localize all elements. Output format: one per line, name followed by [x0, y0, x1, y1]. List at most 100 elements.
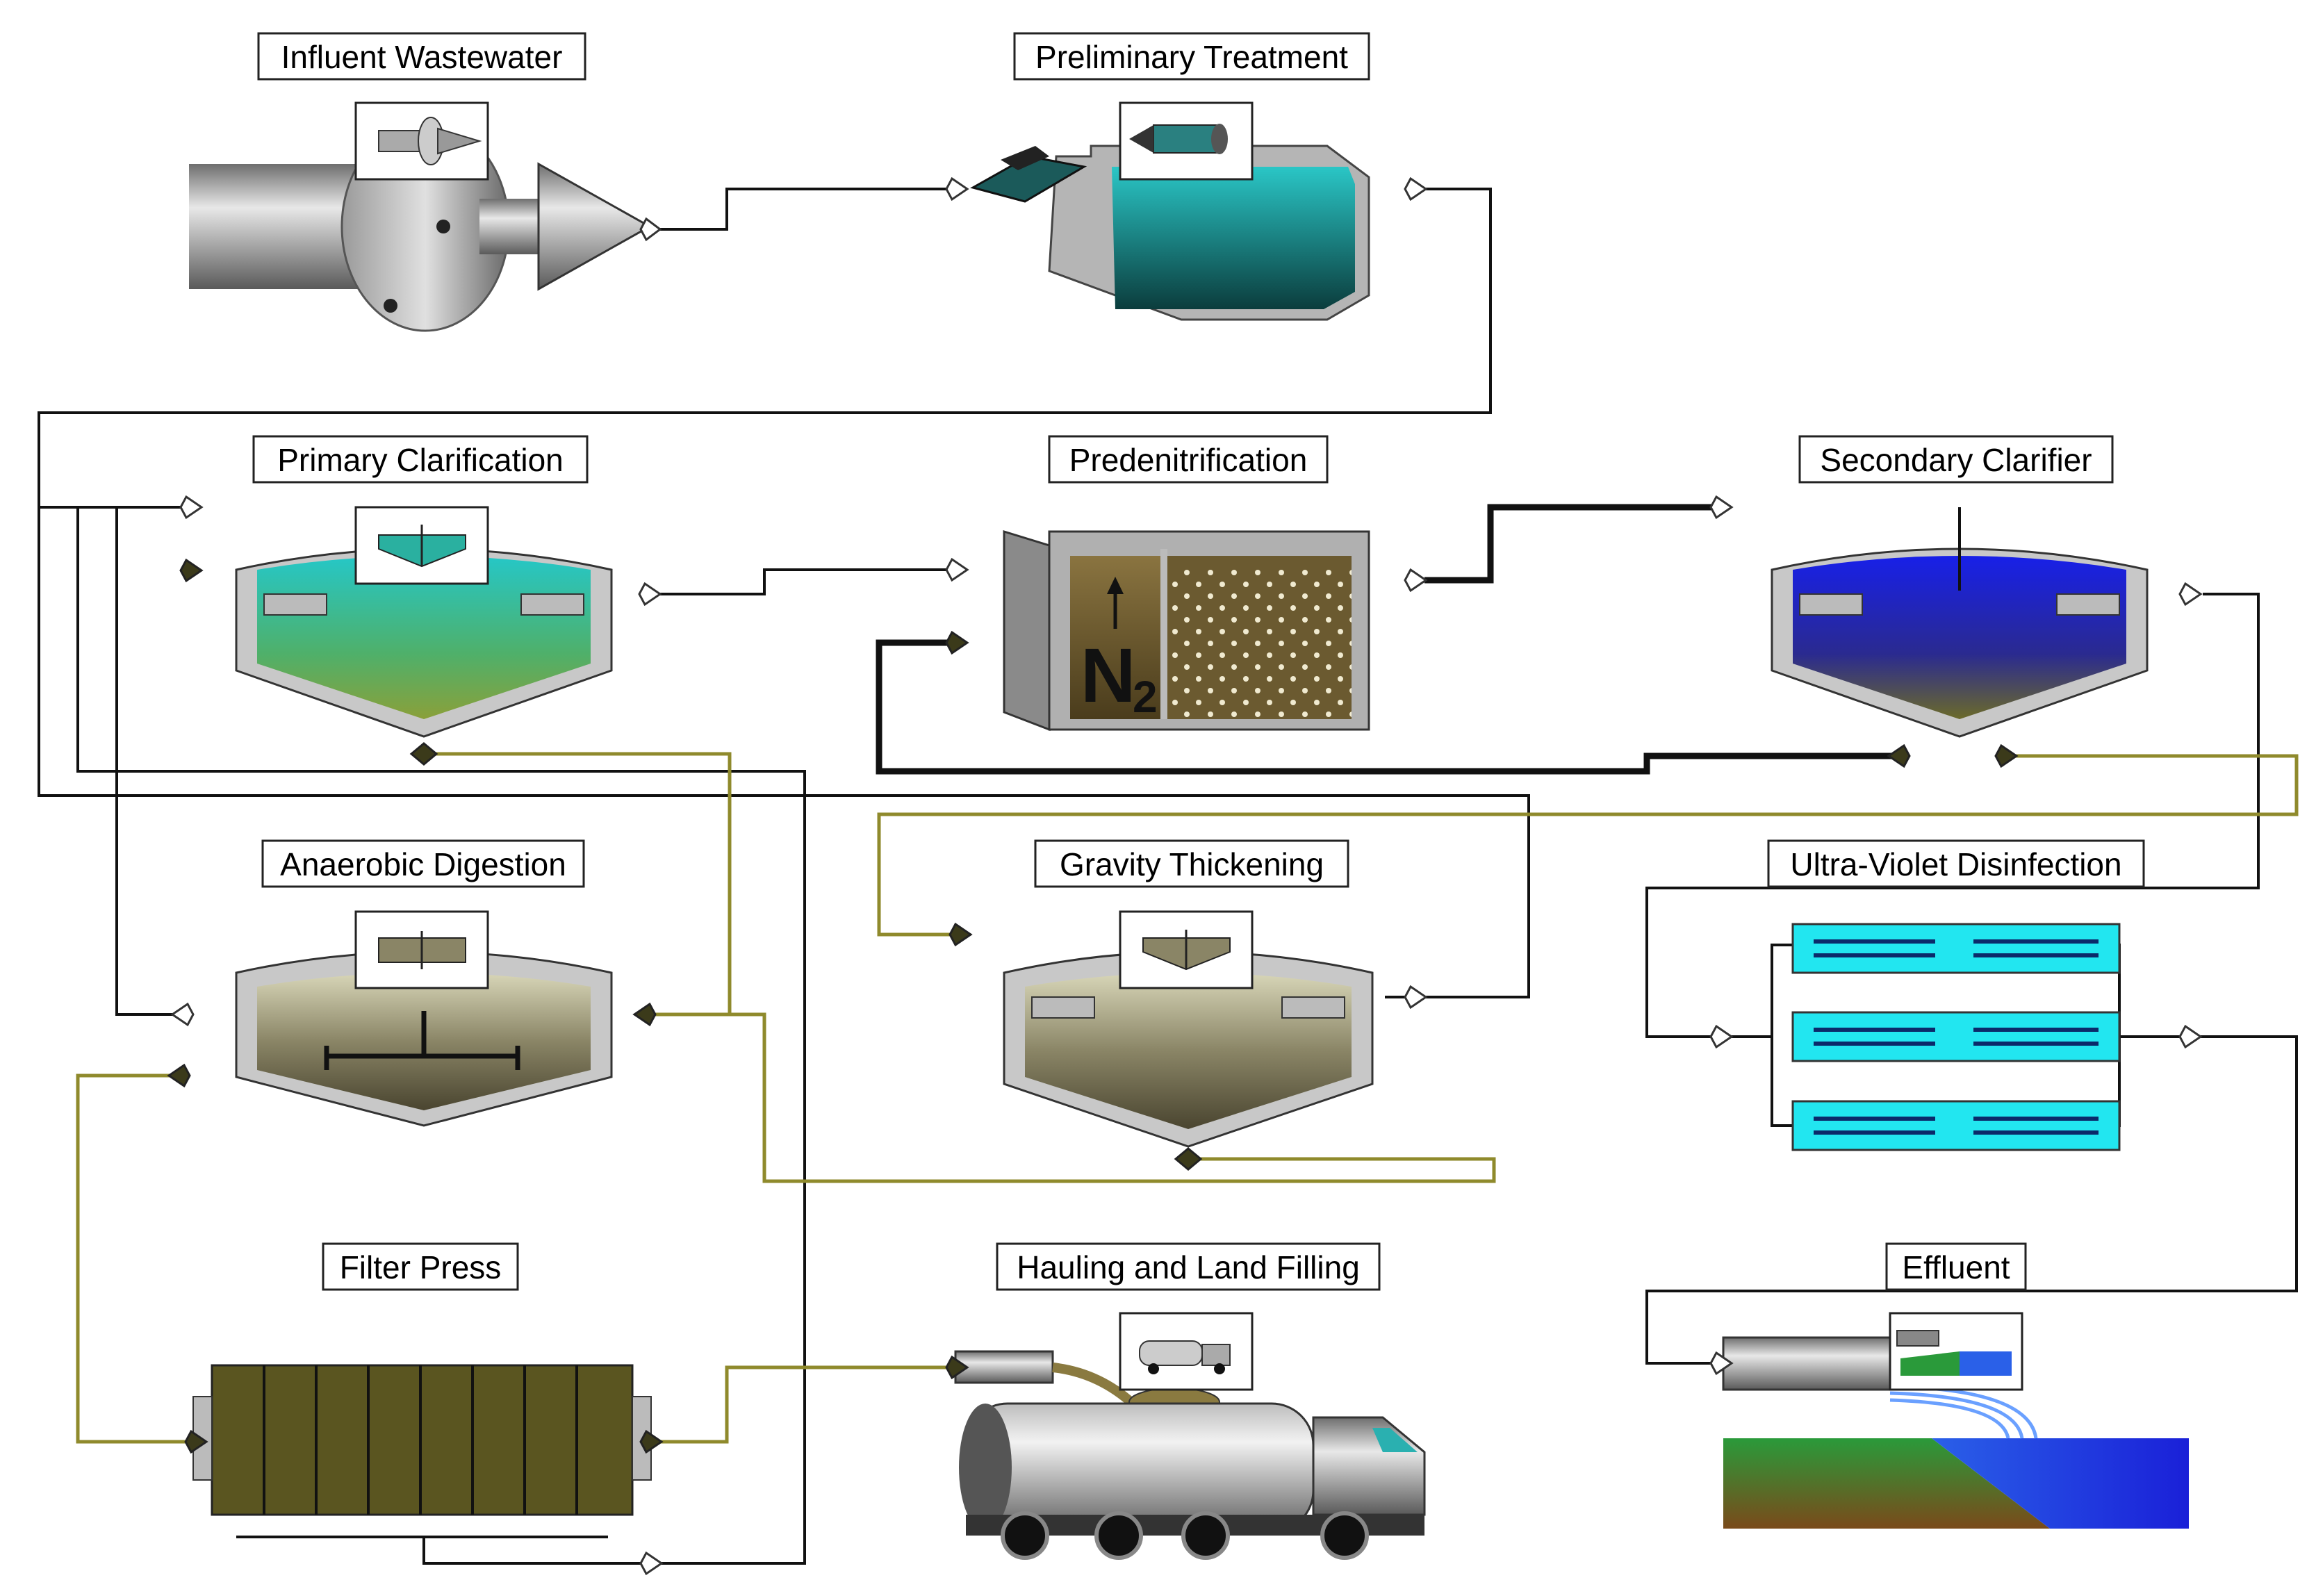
uv-lamp-3[interactable]	[1791, 1100, 2121, 1151]
unit-filter-press[interactable]	[192, 1364, 652, 1516]
port-hauling-in[interactable]	[945, 1355, 969, 1380]
port-filter-in[interactable]	[184, 1429, 208, 1454]
port-secondary-was[interactable]	[1994, 743, 2019, 768]
unit-gravity-thickening[interactable]	[1003, 910, 1374, 1148]
truck-wheel-icon	[1320, 1511, 1369, 1560]
digester-icon	[378, 931, 466, 969]
truck-icon	[1139, 1340, 1231, 1374]
port-uv-in[interactable]	[1709, 1024, 1734, 1049]
port-primary-out[interactable]	[638, 582, 662, 607]
label-uv: Ultra-Violet Disinfection	[1790, 846, 2121, 882]
unit-hauling-land-filling[interactable]	[954, 1312, 1426, 1560]
pipe-left-bus-2	[115, 507, 188, 1016]
label-box-secondary	[1798, 435, 2114, 484]
uv-lamp-2[interactable]	[1791, 1011, 2121, 1062]
thickener-sludge	[1025, 973, 1352, 1129]
pipe-network	[38, 188, 2299, 1565]
pipe-predenit-to-secondary	[1424, 504, 1716, 584]
pipe-return-activated-sludge	[876, 639, 1904, 775]
port-secondary-out[interactable]	[2178, 582, 2203, 607]
label-influent: Influent Wastewater	[281, 39, 563, 75]
port-thickener-sludge[interactable]	[1174, 1147, 1203, 1171]
port-digester-out[interactable]	[167, 1063, 191, 1088]
unit-primary-clarification[interactable]	[235, 506, 613, 738]
unit-uv-disinfection[interactable]	[1716, 923, 2203, 1151]
port-filter-filtrate[interactable]	[639, 1551, 664, 1576]
secondary-weir-right	[2056, 593, 2120, 616]
port-predenit-in-1[interactable]	[945, 557, 969, 582]
port-effluent-in[interactable]	[1709, 1351, 1734, 1376]
thickener-weir-right	[1281, 996, 1345, 1019]
label-box-primary	[252, 435, 589, 484]
label-secondary: Secondary Clarifier	[1820, 442, 2092, 478]
bar-screen-frame	[1001, 146, 1049, 170]
port-digester-in-2[interactable]	[632, 1002, 657, 1027]
influent-arrow-stem	[479, 199, 549, 254]
uv-lamp-1[interactable]	[1791, 923, 2121, 974]
port-predenit-out[interactable]	[1404, 568, 1428, 593]
pipe-icon	[378, 117, 482, 165]
port-primary-sludge[interactable]	[409, 742, 438, 766]
sludge-filter-to-hauling	[657, 1365, 952, 1444]
port-influent-out[interactable]	[639, 217, 662, 242]
effluent-discharge-stream	[1889, 1384, 2038, 1439]
label-effluent: Effluent	[1902, 1249, 2010, 1285]
unit-anaerobic-digestion[interactable]	[235, 910, 613, 1127]
predenit-aeration-bubbles	[1167, 570, 1352, 719]
flange-bolt-icon	[436, 220, 450, 233]
primary-weir-left	[263, 593, 327, 616]
primary-weir-right	[520, 593, 584, 616]
port-preliminary-in[interactable]	[945, 176, 969, 201]
pipe-uv-to-effluent	[1645, 1035, 2298, 1365]
port-predenit-in-2[interactable]	[945, 630, 969, 655]
port-filter-out[interactable]	[639, 1429, 664, 1454]
port-primary-in-2[interactable]	[179, 558, 204, 583]
port-primary-in-1[interactable]	[179, 495, 204, 520]
label-box-gravity	[1034, 839, 1349, 888]
label-box-hauling	[996, 1242, 1381, 1291]
filter-press-plates	[263, 1365, 578, 1515]
truck-sludge-stream	[1052, 1363, 1136, 1408]
label-box-effluent	[1885, 1242, 2027, 1291]
effluent-ground	[1723, 1438, 2050, 1529]
pipe-preliminary-to-primary	[38, 188, 1530, 998]
label-box-influent	[257, 32, 586, 81]
port-secondary-ras[interactable]	[1887, 743, 1911, 768]
sludge-secondary-to-thickener	[877, 754, 2299, 937]
sludge-thickener-to-digester	[730, 1012, 1496, 1183]
bar-screen	[970, 155, 1087, 203]
unit-effluent[interactable]	[1722, 1312, 2189, 1529]
unit-influent-wastewater[interactable]	[189, 101, 652, 332]
label-box-uv	[1767, 839, 2145, 888]
sludge-primary-to-digester	[431, 752, 732, 1017]
port-thickener-out[interactable]	[1404, 985, 1428, 1010]
truck-tank-end	[959, 1404, 1012, 1531]
label-hauling: Hauling and Land Filling	[1017, 1249, 1360, 1285]
label-predenit: Predenitrification	[1069, 442, 1308, 478]
port-preliminary-out[interactable]	[1404, 176, 1428, 201]
unit-predenitrification[interactable]: N 2	[1003, 529, 1370, 732]
unit-secondary-clarifier[interactable]	[1771, 507, 2149, 738]
n2-arrow-head	[1107, 577, 1124, 594]
flange-bolt-icon	[384, 299, 397, 313]
predenit-tank-side	[1003, 529, 1051, 732]
label-box-preliminary	[1013, 32, 1370, 81]
port-secondary-in[interactable]	[1709, 495, 1734, 520]
screen-icon	[1129, 124, 1228, 154]
pipe-left-bus-1	[76, 507, 806, 1565]
influent-arrow-head	[537, 162, 652, 291]
n2-subscript: 2	[1133, 672, 1158, 722]
port-uv-out[interactable]	[2178, 1024, 2203, 1049]
pipe-filter-filtrate-out	[422, 1537, 660, 1565]
truck-windshield	[1372, 1428, 1418, 1452]
label-primary: Primary Clarification	[277, 442, 564, 478]
unit-preliminary-treatment[interactable]	[970, 101, 1370, 321]
connection-ports	[167, 176, 2203, 1576]
n2-symbol: N	[1081, 633, 1135, 718]
port-digester-in-1[interactable]	[170, 1002, 195, 1027]
port-thickener-in[interactable]	[948, 922, 973, 947]
pipe-influent-to-preliminary	[659, 188, 952, 231]
pipe-secondary-to-uv	[1645, 593, 2260, 1038]
truck-wheel-icon	[1001, 1511, 1049, 1560]
label-box-anaerobic	[261, 839, 585, 888]
